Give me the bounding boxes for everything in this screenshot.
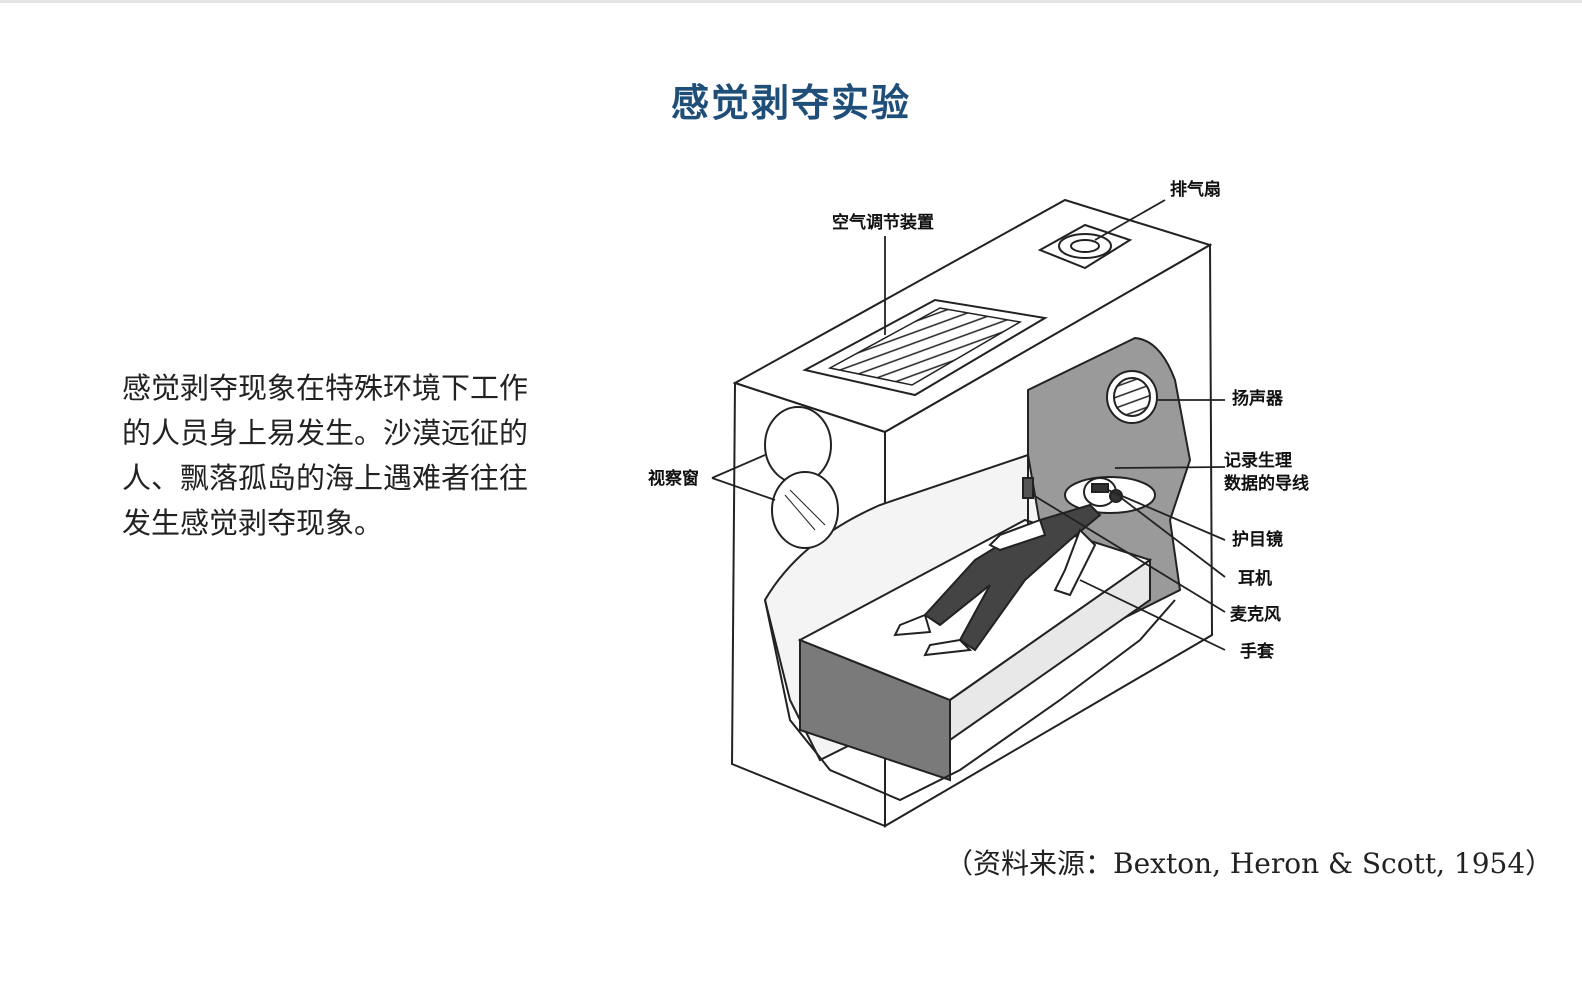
label-air-conditioner: 空气调节装置 [832, 212, 934, 233]
speaker [1106, 370, 1158, 424]
top-border [0, 0, 1582, 3]
label-speaker: 扬声器 [1232, 388, 1284, 409]
label-microphone: 麦克风 [1230, 604, 1281, 625]
observation-windows [764, 406, 839, 549]
label-wires-line1: 记录生理 [1224, 450, 1292, 471]
description-line: 发生感觉剥夺现象。 [122, 506, 384, 540]
label-gloves: 手套 [1240, 641, 1275, 662]
description-line: 的人员身上易发生。沙漠远征的 [122, 416, 529, 450]
label-goggles: 护目镜 [1232, 529, 1283, 550]
microphone [1022, 420, 1034, 499]
label-observation-window: 视察窗 [648, 468, 699, 489]
label-wires-line2: 数据的导线 [1224, 473, 1309, 494]
description-paragraph: 感觉剥夺现象在特殊环境下工作 的人员身上易发生。沙漠远征的 人、飘落孤岛的海上遇… [122, 366, 572, 546]
label-exhaust-fan: 排气扇 [1170, 179, 1221, 200]
description-line: 人、飘落孤岛的海上遇难者往往 [122, 461, 529, 495]
source-citation: （资料来源：Bexton, Heron & Scott, 1954） [945, 847, 1554, 880]
air-conditioner-vent [802, 298, 1048, 397]
leader-lines [711, 199, 1226, 651]
page-title: 感觉剥夺实验 [670, 80, 911, 125]
label-headphones: 耳机 [1238, 568, 1272, 589]
exhaust-fan [1037, 223, 1133, 270]
description-line: 感觉剥夺现象在特殊环境下工作 [122, 371, 529, 405]
subject-person [893, 476, 1156, 657]
